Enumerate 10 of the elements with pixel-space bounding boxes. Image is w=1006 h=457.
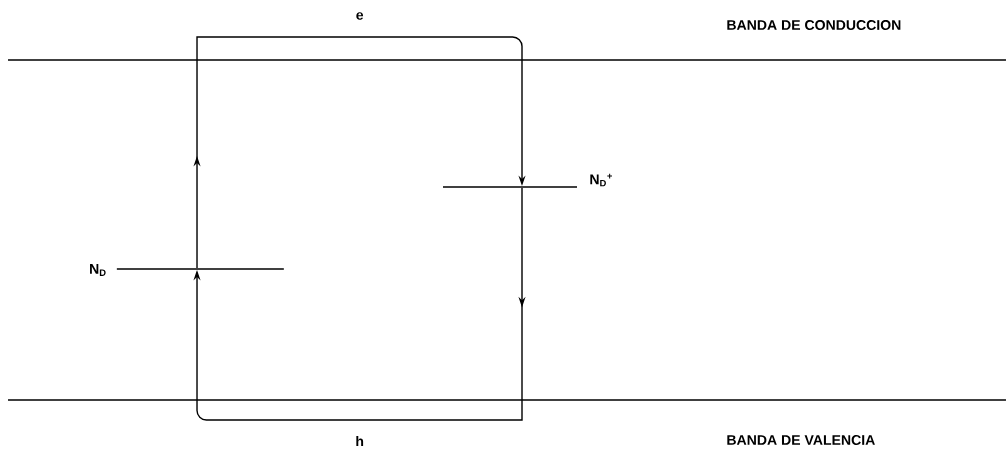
band-label: BANDA DE VALENCIA	[727, 435, 875, 445]
arrow	[193, 187, 526, 421]
edge-label: e	[356, 12, 364, 20]
edge-label: h	[356, 435, 364, 447]
arrow	[193, 36, 526, 269]
band-line	[8, 399, 1006, 401]
band-line	[8, 59, 1006, 61]
level-label: N$_{D}$+	[590, 173, 612, 187]
level-label: N$_{D}$	[90, 264, 106, 276]
band-label: BANDA DE CONDUCCION	[727, 20, 901, 30]
